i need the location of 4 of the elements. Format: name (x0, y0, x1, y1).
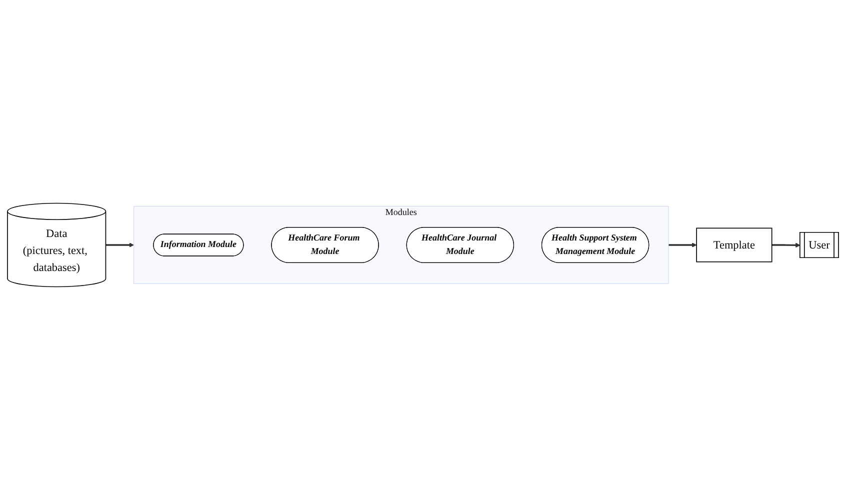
node-box: Template (696, 227, 772, 262)
arrow (106, 242, 134, 247)
arrow (772, 242, 800, 248)
arrow (668, 242, 697, 247)
